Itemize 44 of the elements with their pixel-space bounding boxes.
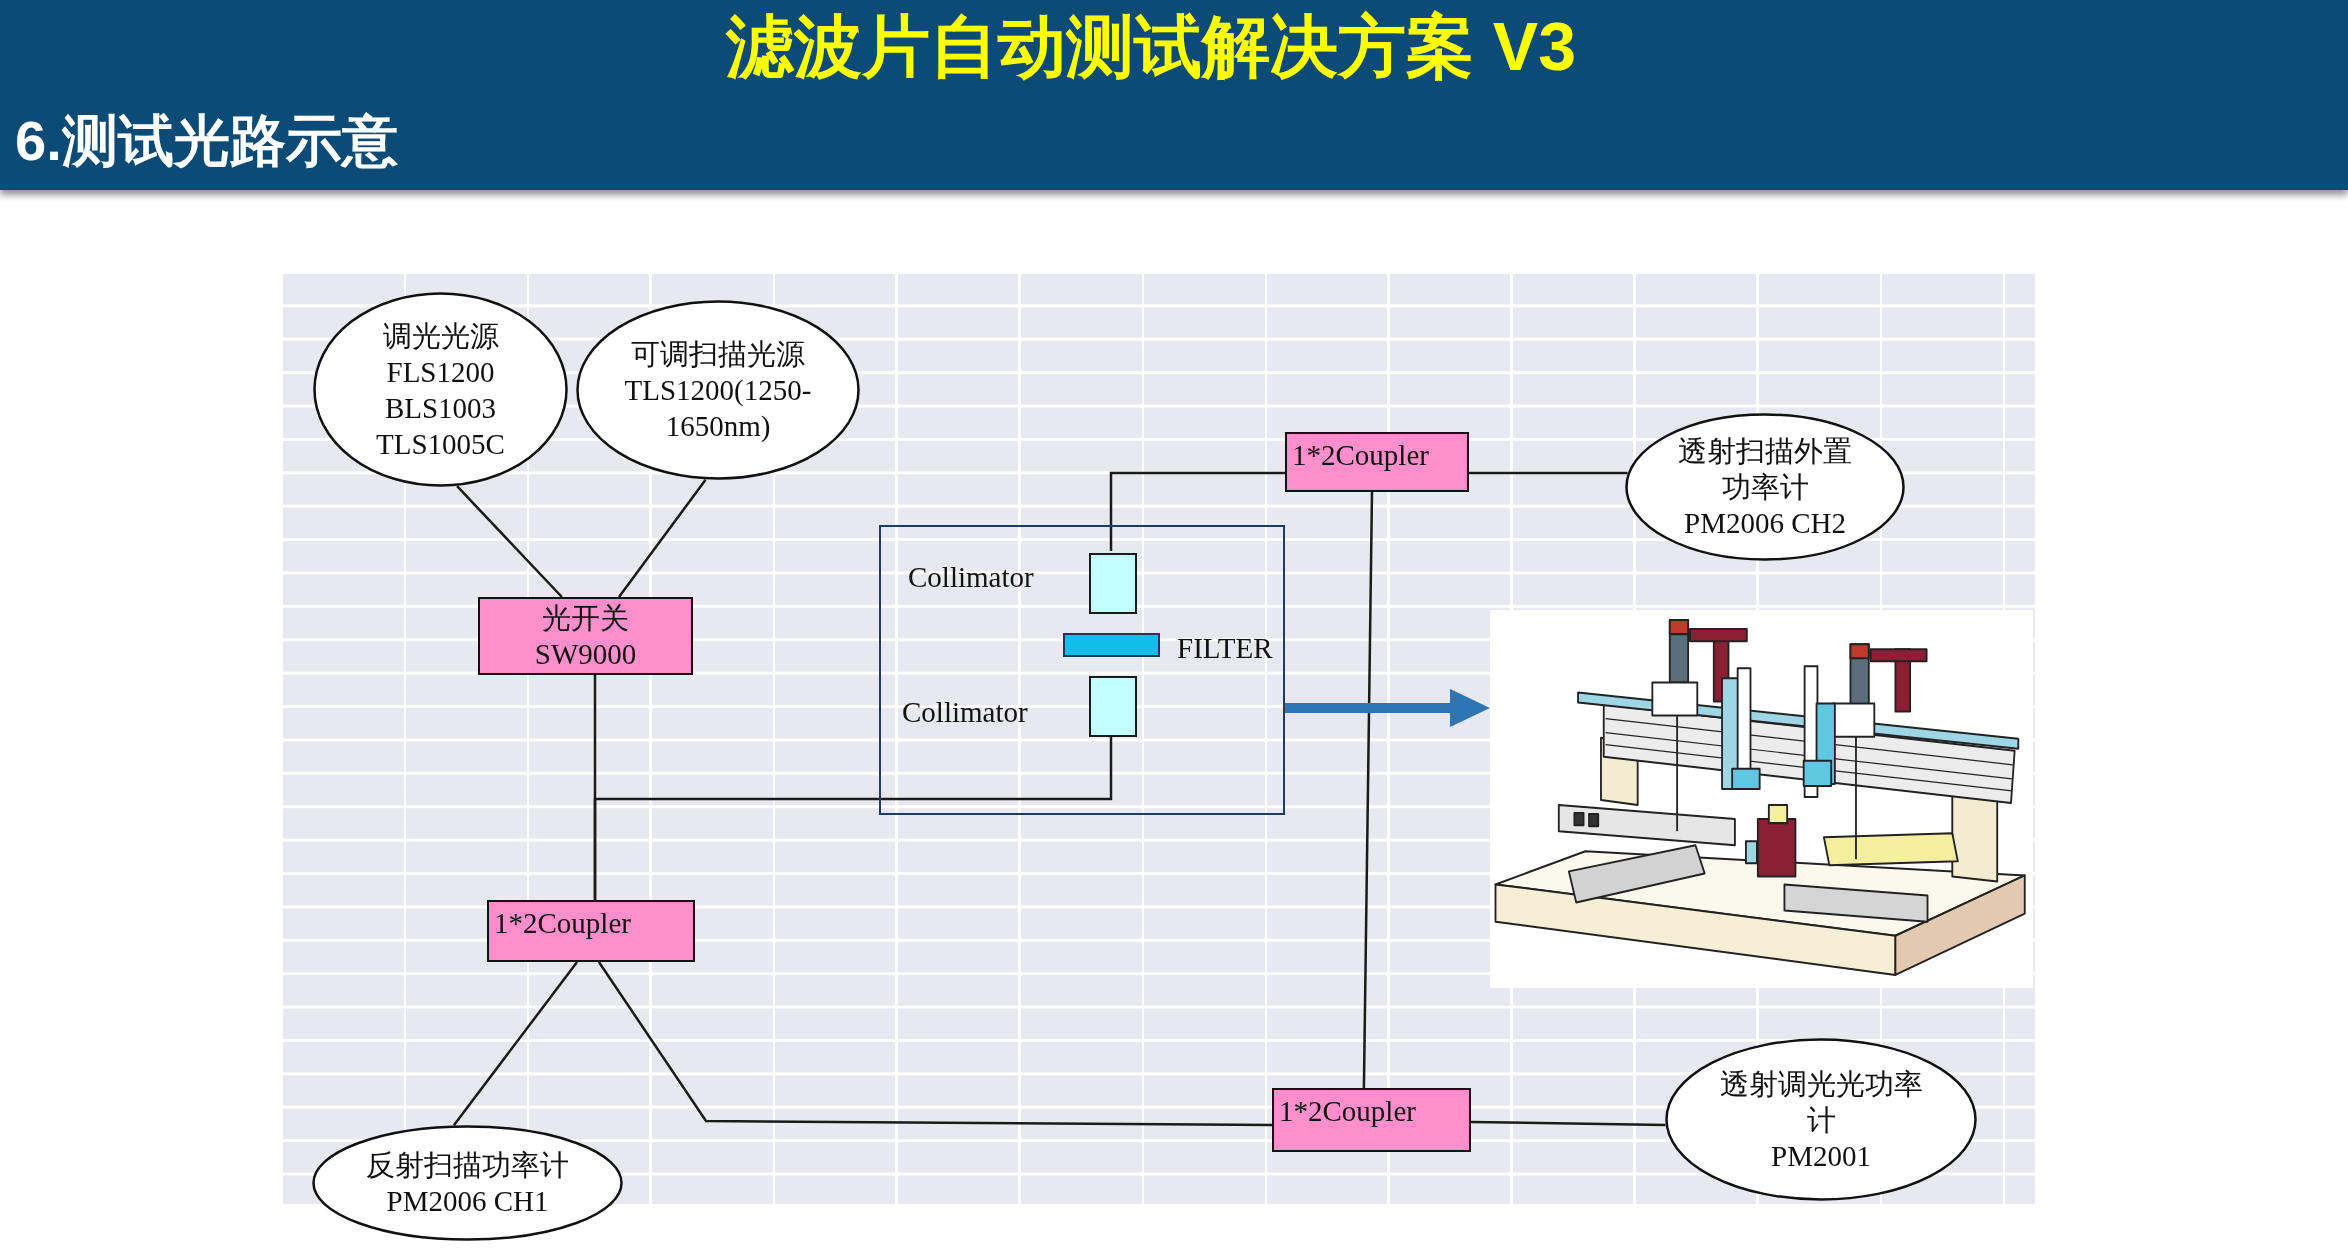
connector-line — [593, 735, 1113, 900]
connector-line — [1469, 471, 1628, 475]
model-number: TLS1200(1250-1650nm) — [623, 373, 813, 444]
collimator-block — [1089, 676, 1137, 737]
device-ellipse — [1665, 1038, 1977, 1201]
connector-line — [618, 478, 707, 598]
device-name: 反射扫描功率计 — [366, 1148, 569, 1183]
page-title: 滤波片自动测试解决方案 V3 — [725, 7, 1577, 86]
component-label: FILTER — [1177, 631, 1273, 666]
machine-illustration — [1490, 610, 2033, 988]
connector-line — [1109, 471, 1285, 551]
device-name: 光开关 — [542, 601, 629, 636]
device-ellipse — [313, 292, 568, 487]
device-name: 调光光源 — [382, 318, 499, 354]
coupler-box — [487, 900, 695, 962]
coupler-box — [1285, 432, 1469, 492]
device-ellipse — [1625, 413, 1905, 561]
device-name: 透射扫描外置功率计 — [1677, 434, 1853, 505]
connector-line — [1362, 492, 1374, 1088]
model-number: FLS1200 BLS1003 TLS1005C — [375, 354, 506, 462]
coupler-box — [1272, 1088, 1471, 1152]
section-heading: 6.测试光路示意 — [15, 108, 398, 174]
connector-line — [597, 961, 1272, 1127]
component-label: Collimator — [902, 695, 1028, 730]
coupler-label: 1*2Coupler — [494, 906, 631, 941]
device-name: 透射调光光功率计 — [1718, 1066, 1924, 1138]
coupler-label: 1*2Coupler — [1292, 438, 1429, 473]
connector-line — [456, 485, 563, 598]
switch-box — [478, 597, 693, 675]
model-number: SW9000 — [534, 637, 637, 672]
coupler-label: 1*2Coupler — [1279, 1094, 1416, 1129]
model-number: PM2006 CH2 — [1684, 506, 1846, 541]
component-label: Collimator — [908, 560, 1034, 595]
device-ellipse — [312, 1125, 623, 1241]
collimator-block — [1089, 553, 1137, 614]
connector-line — [1470, 1120, 1666, 1127]
model-number: PM2001 — [1771, 1138, 1871, 1174]
arrow — [1285, 688, 1490, 727]
model-number: PM2006 CH1 — [386, 1184, 549, 1219]
connector-line — [452, 961, 579, 1126]
device-name: 可调扫描光源 — [631, 337, 805, 372]
device-ellipse — [576, 300, 860, 480]
collimator-frame — [879, 525, 1285, 815]
filter-plate — [1063, 633, 1160, 657]
